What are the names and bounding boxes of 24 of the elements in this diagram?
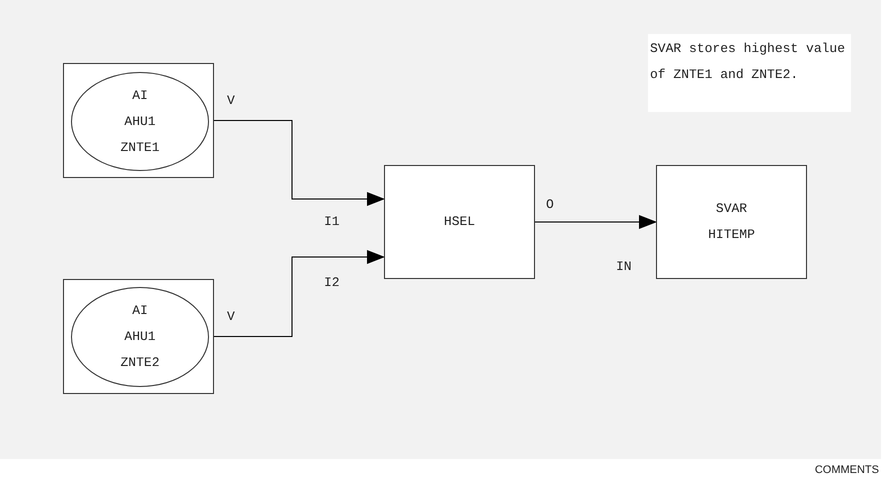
arrow (534, 215, 657, 229)
port-label: I1 (324, 213, 340, 231)
arrow (214, 120, 385, 206)
port-label: V (227, 92, 235, 110)
function-block (384, 165, 535, 279)
outer-box (63, 279, 214, 394)
block-label: ZNTE1 (120, 138, 160, 156)
note-text: SVAR stores highest value of ZNTE1 and ZNTE2. (650, 40, 846, 84)
footer-label: COMMENTS (814, 463, 879, 477)
port-label: I2 (324, 274, 340, 292)
block-label: SVAR (716, 200, 748, 218)
port-label: IN (616, 258, 632, 276)
block-label: AHU1 (124, 112, 156, 130)
block-label: ZNTE2 (120, 354, 160, 372)
block-label: HSEL (444, 213, 476, 231)
function-block (656, 165, 807, 279)
port-label: V (227, 308, 235, 326)
port-label: O (546, 196, 554, 214)
block-label: AI (132, 86, 148, 104)
arrow (214, 250, 385, 337)
block-label: HITEMP (708, 226, 755, 244)
block-label: AHU1 (124, 328, 156, 346)
outer-box (63, 63, 214, 178)
block-label: AI (132, 302, 148, 320)
